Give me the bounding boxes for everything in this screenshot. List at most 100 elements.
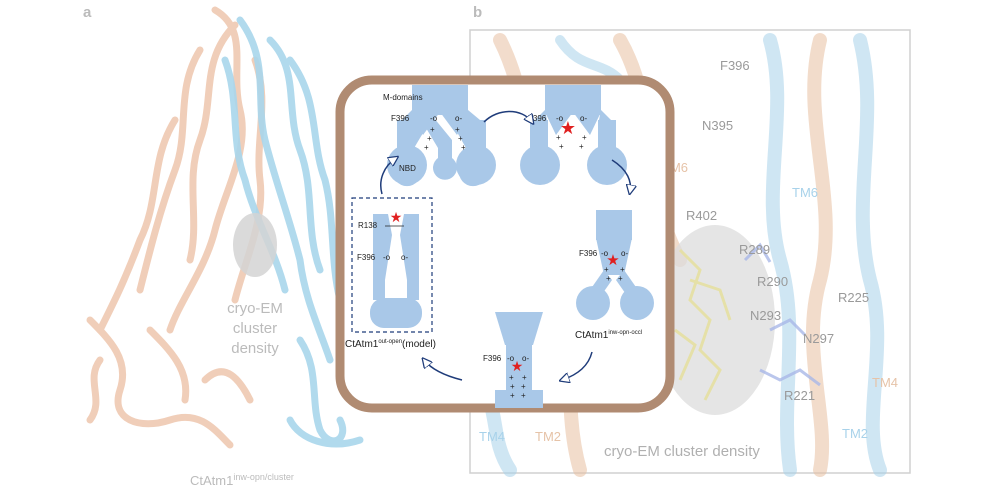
svg-text:+: + [604,265,609,274]
inward-open-join-r [468,110,486,125]
bound-arm-l [545,112,573,135]
ligand-star-3: ★ [511,358,524,374]
svg-text:+: + [458,134,463,143]
residue-r225: R225 [838,290,869,305]
svg-text:-o: -o [507,354,515,363]
bound-arm-r [573,112,601,135]
residue-n395: N395 [702,118,733,133]
f396-label-4: F396 [483,354,502,363]
outopen-nbd [370,298,422,328]
f396-label-2: F396 [528,114,547,123]
outopen-dashed-box [351,197,433,333]
ligand-star-1: ★ [560,118,576,138]
svg-text:+: + [521,382,526,391]
svg-text:+: + [556,133,561,142]
panel-b-caption: cryo-EM cluster density [604,443,760,460]
outopen-caption: CtAtm1out-open(model) [345,339,436,350]
svg-text:+: + [522,373,527,382]
inward-open-arm-l [412,112,440,135]
inward-open-top [412,85,468,115]
residue-r402: R402 [686,208,717,223]
svg-text:+: + [424,143,429,152]
svg-text:+: + [521,391,526,400]
helix-tm4-orange: TM4 [872,375,898,390]
helix-tm4-blue: TM4 [479,429,505,444]
bound-join-r [598,110,616,125]
outopen-left [373,214,392,300]
inward-open-arm-r [440,112,468,135]
inward-open-leg-left [397,120,415,160]
blue-chain-ribbon [221,16,364,448]
helix-tm2-orange: TM2 [535,429,561,444]
residue-n293: N293 [750,308,781,323]
svg-text:+: + [455,125,460,134]
inward-open-leg-right [468,120,486,160]
arrow-left [380,158,396,195]
svg-text:o-: o- [522,354,529,363]
f396-label-5: F396 [357,253,376,262]
panel-b-ligand-sticks [674,248,732,401]
residue-r221: R221 [784,388,815,403]
panel-b-letter: b [473,4,482,21]
svg-text:+: + [510,391,515,400]
bound-top [545,85,601,115]
residue-r290: R290 [757,274,788,289]
residue-r289: R289 [739,242,770,257]
f396-label-3: F396 [579,249,598,258]
svg-text:+: + [579,142,584,151]
helix-tm2-blue: TM2 [842,426,868,441]
svg-text:+: + [620,265,625,274]
m-domains-label: M-domains [383,93,423,102]
occl-nbd-l [576,286,610,320]
inward-open-join-l [397,110,415,125]
r138-label: R138 [358,221,378,230]
svg-text:-o: -o [430,114,438,123]
svg-text:+: + [461,143,466,152]
arrow-right-top [611,159,630,192]
bottom-base [495,390,543,408]
svg-text:-o: -o [601,249,609,258]
arrow-top [483,110,532,123]
orange-chain-ribbon [86,6,266,449]
svg-text:o-: o- [621,249,628,258]
cluster-density-blob [233,213,277,277]
svg-text:+: + [559,142,564,151]
svg-text:+: + [618,274,623,283]
svg-text:+: + [606,274,611,283]
panel-a: a cryo-EM cluster density CtAtm1inw-opn/… [83,4,364,488]
f396-label-1: F396 [391,114,410,123]
bound-nbd-l [520,145,560,185]
svg-text:+: + [430,125,435,134]
svg-text:o-: o- [580,114,587,123]
panel-a-density-line1: cryo-EM [227,300,283,317]
bottom-body [506,343,532,393]
residue-n297: N297 [803,331,834,346]
panel-a-letter: a [83,4,92,21]
svg-text:-o: -o [383,253,391,262]
arrow-right-bottom [562,351,593,380]
svg-text:+: + [582,133,587,142]
bottom-top [495,312,543,345]
svg-text:o-: o- [455,114,462,123]
nbd-label: NBD [399,164,416,173]
ligand-star-4: ★ [390,209,403,225]
outopen-right [400,214,419,300]
helix-tm6-blue: TM6 [792,185,818,200]
svg-text:+: + [509,373,514,382]
occl-top [596,210,632,240]
residue-f396: F396 [720,58,750,73]
bound-nbd-r [587,145,627,185]
svg-text:+: + [510,382,515,391]
cycle-arrows [380,110,631,381]
ligand-star-2: ★ [606,252,619,269]
